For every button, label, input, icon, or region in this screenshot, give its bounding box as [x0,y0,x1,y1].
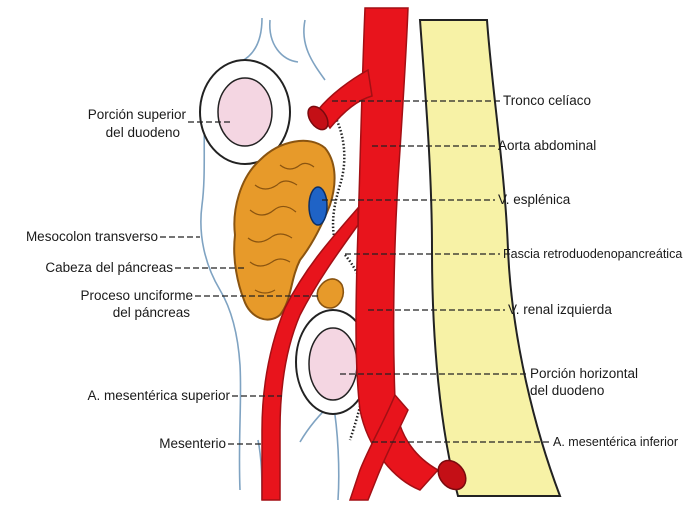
pancreas-head [233,139,336,321]
uncinate-process [316,278,345,309]
label-cabeza-pancreas: Cabeza del páncreas [45,260,173,275]
left-labels: Porción superior del duodeno Mesocolon t… [26,107,231,451]
right-leader-lines [322,100,550,443]
label-mesenterio: Mesenterio [159,436,226,451]
label-tronco-celiaco: Tronco celíaco [503,93,591,108]
label-mesenterica-superior: A. mesentérica superior [87,388,230,403]
vertebral-column [418,19,562,497]
left-leader-lines [160,121,320,445]
label-duodeno-horizontal-1: Porción horizontal [530,366,638,381]
duodenum-superior [199,59,291,165]
label-unciforme-1: Proceso unciforme [80,288,193,303]
label-duodeno-superior-1: Porción superior [88,107,187,122]
label-aorta: Aorta abdominal [498,138,596,153]
label-duodeno-superior-2: del duodeno [106,125,180,140]
label-v-renal: V. renal izquierda [508,302,612,317]
inferior-mesenteric-artery [348,393,409,501]
label-duodeno-horizontal-2: del duodeno [530,383,604,398]
retroduodenopancreatic-fascia [328,107,372,441]
arterial-tree [261,7,467,501]
label-unciforme-2: del páncreas [113,305,191,320]
label-mesocolon: Mesocolon transverso [26,229,158,244]
right-labels: Tronco celíaco Aorta abdominal V. esplén… [498,93,682,449]
splenic-vein [308,186,328,226]
label-fascia: Fascia retroduodenopancreática [503,247,682,261]
superior-mesenteric-artery [261,206,359,501]
label-mesenterica-inferior: A. mesentérica inferior [553,435,678,449]
label-v-esplenica: V. esplénica [498,192,571,207]
